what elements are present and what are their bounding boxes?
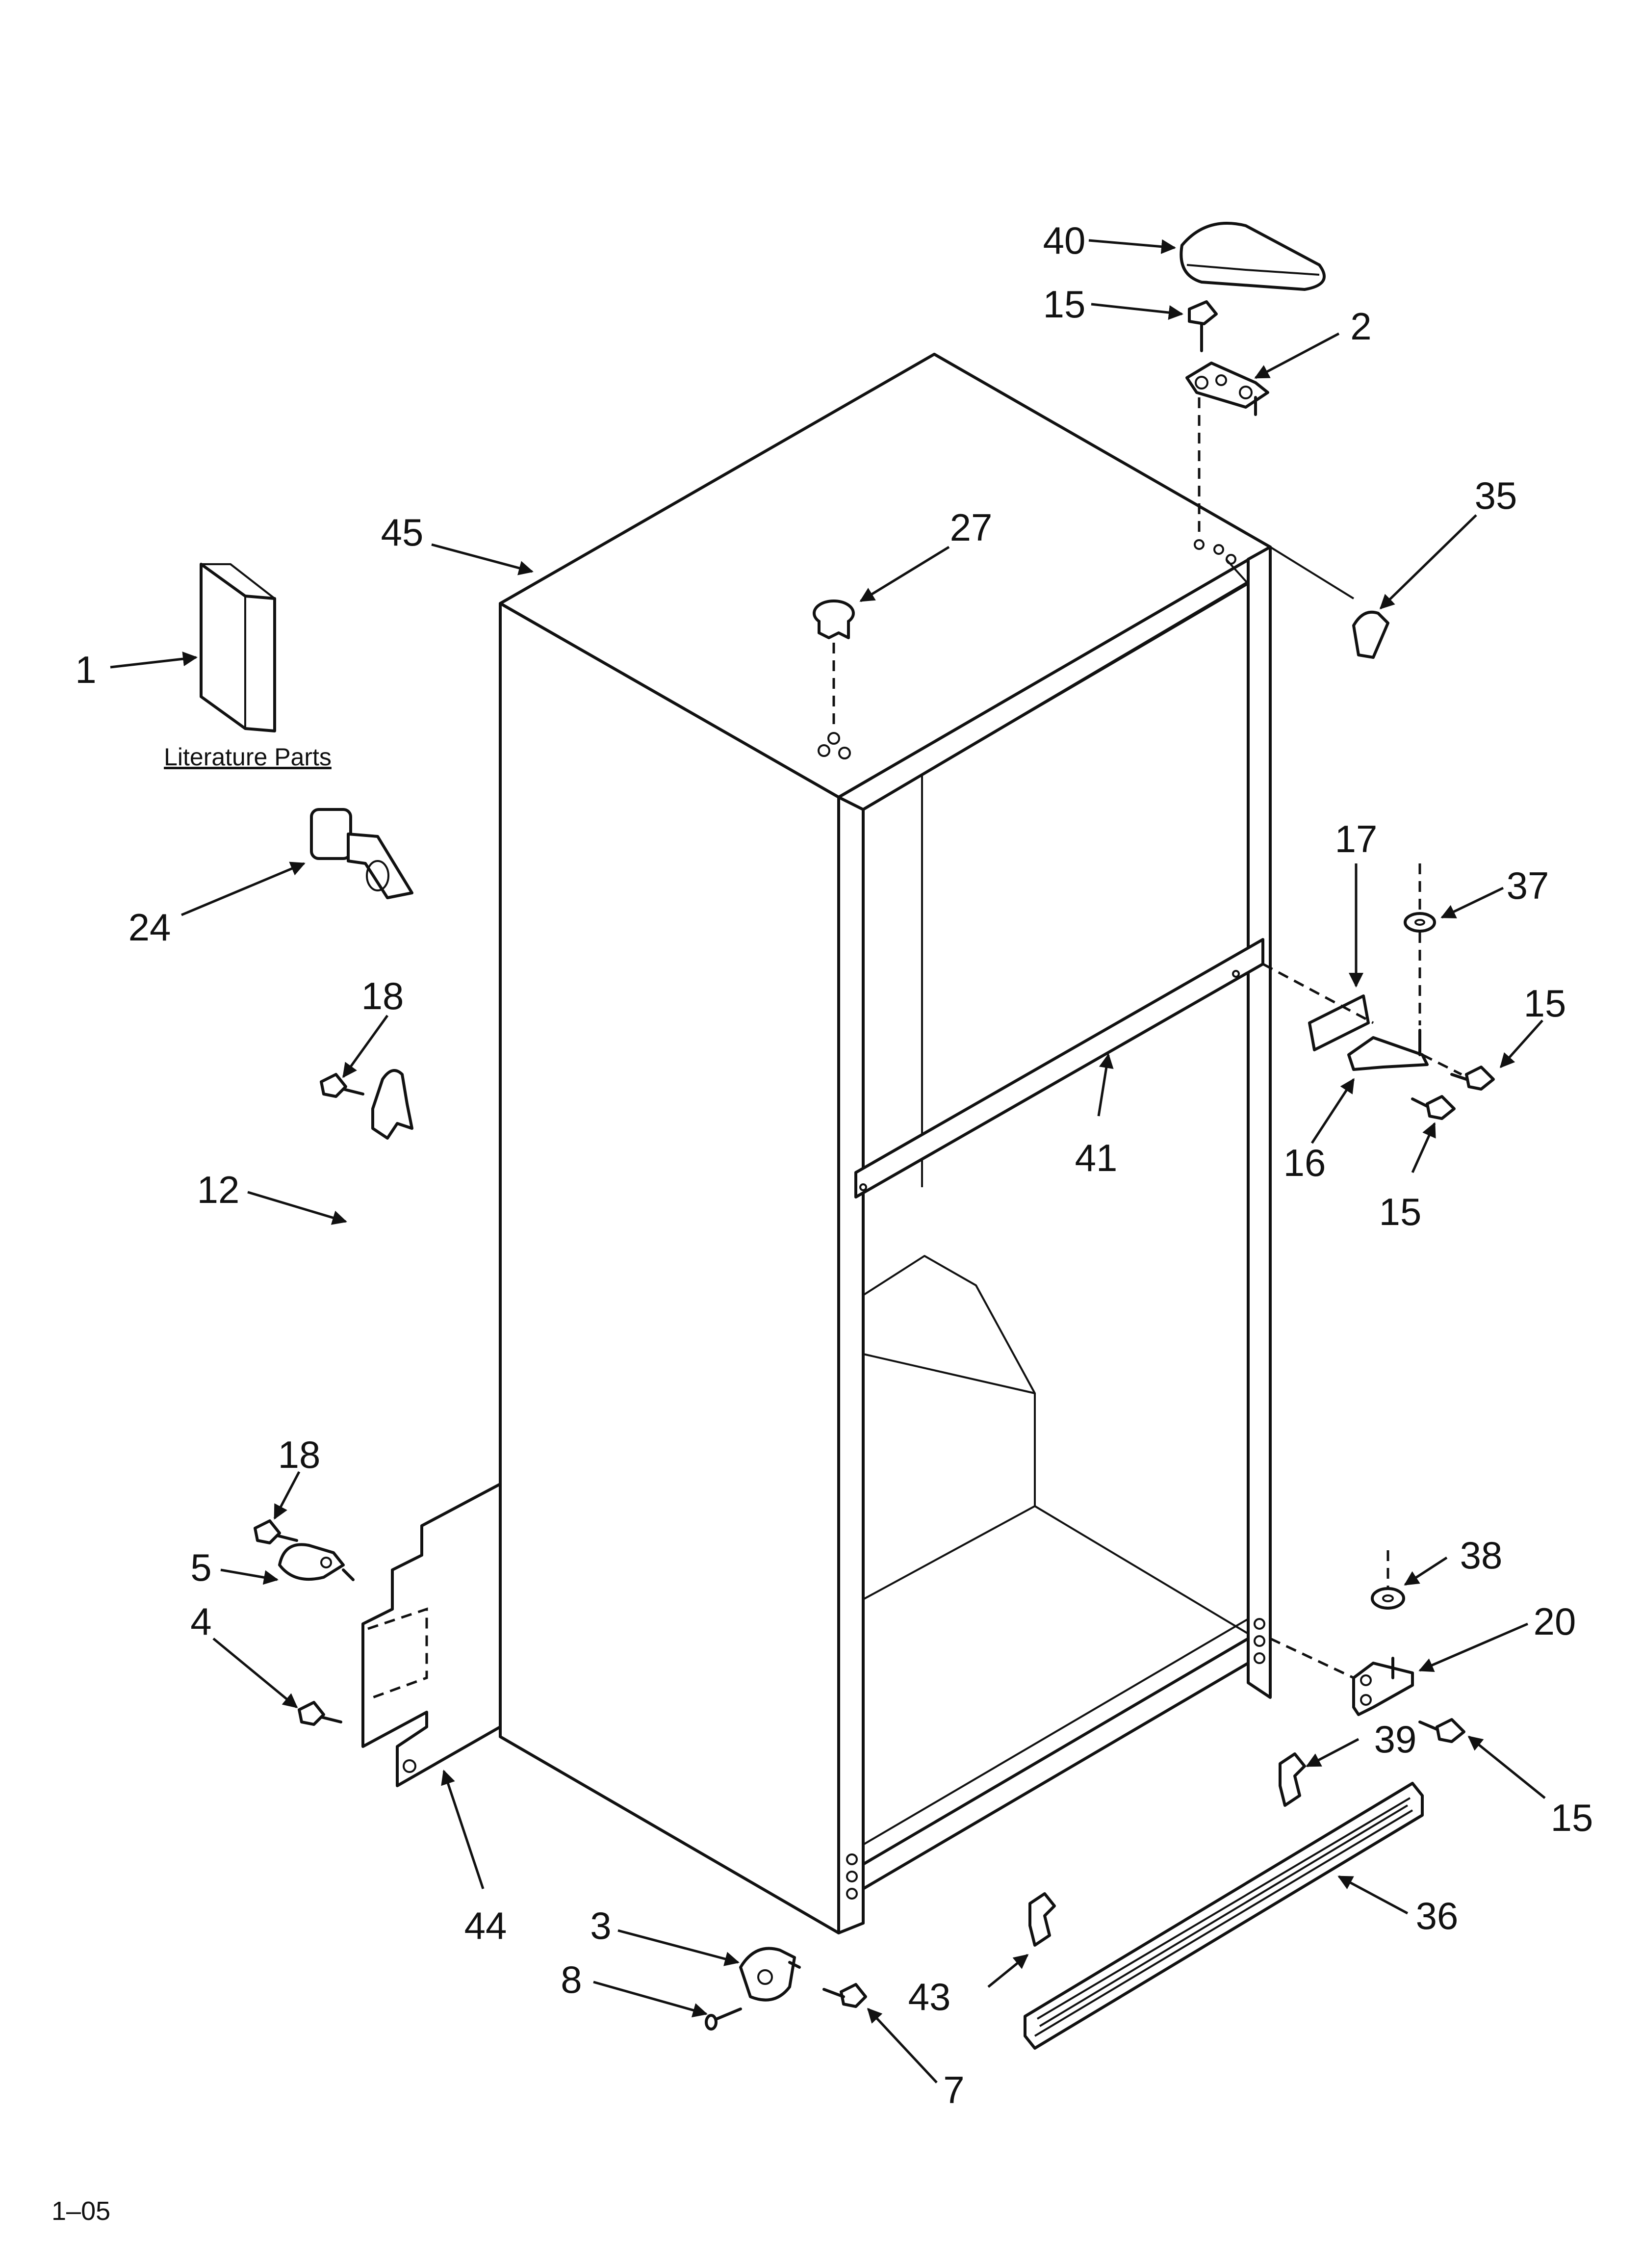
part-number-15: 15 [1043,283,1086,326]
literature-parts-caption: Literature Parts [164,743,332,771]
page-code: 1–05 [51,2196,110,2226]
part-number-27: 27 [950,506,993,549]
part-number-8: 8 [561,1958,582,2001]
part-number-15: 15 [1551,1796,1593,1839]
toe-grille-part-36 [1024,1782,1424,2050]
part-number-1: 1 [75,648,96,691]
screw-part-7 [822,1983,867,2008]
washer-part-37 [1404,863,1436,933]
part-number-36: 36 [1416,1894,1459,1937]
screw-part-8 [705,2007,742,2031]
roller-part-3 [739,1947,801,2002]
part-number-15: 15 [1524,982,1566,1025]
part-number-4: 4 [190,1600,211,1643]
part-number-7: 7 [943,2068,964,2112]
screw-part-15-right [1450,1066,1495,1091]
bracket-part-24 [310,808,413,899]
screw-part-15-top [1188,300,1218,352]
part-number-24: 24 [128,906,171,949]
part-number-16: 16 [1283,1141,1326,1184]
part-number-17: 17 [1335,817,1378,860]
washer-part-38 [1371,1550,1405,1610]
screw-part-4 [298,1701,342,1726]
part-number-44: 44 [464,1904,507,1947]
bottom-hinge-part-20 [1269,1637,1414,1716]
clip-part-39 [1279,1752,1306,1807]
center-hinge-part-17 [1262,963,1374,1051]
clip-part-12 [371,1069,413,1140]
part-number-43: 43 [908,1975,951,2018]
part-number-37: 37 [1507,864,1549,907]
top-hinge-part-2 [1185,362,1269,535]
divider-mullion-bar [854,938,1264,1199]
part-number-20: 20 [1534,1600,1576,1643]
part-number-38: 38 [1460,1534,1503,1577]
part-number-35: 35 [1475,474,1517,517]
part-number-40: 40 [1043,219,1086,262]
literature-booklet [200,563,276,732]
refrigerator-cabinet [499,353,1272,1934]
part-number-labels: 40 15 2 35 45 27 1 24 17 37 15 18 12 41 … [75,219,1593,2112]
screw-part-18-upper [320,1073,364,1098]
part-number-12: 12 [197,1168,240,1211]
rear-cover-panel [361,1483,502,1787]
part-number-5: 5 [190,1546,211,1589]
clip-part-43 [1028,1892,1056,1947]
screw-part-18-lower [254,1519,298,1544]
center-hinge-part-16 [1347,932,1462,1076]
screw-part-15-lower [1411,1095,1456,1120]
part-number-39: 39 [1374,1718,1417,1761]
part-number-18: 18 [278,1433,321,1476]
part-number-3: 3 [590,1904,611,1947]
clamp-part-5 [278,1543,355,1581]
screw-part-15-bottom [1418,1718,1465,1743]
part-number-18: 18 [361,974,404,1017]
part-number-2: 2 [1350,305,1371,348]
leader-lines [110,239,1546,2084]
hinge-cap-part-40 [1180,222,1326,291]
part-number-45: 45 [381,511,424,554]
part-number-15: 15 [1379,1190,1422,1233]
part-number-41: 41 [1075,1136,1118,1179]
plug-part-27 [813,600,855,726]
hinge-cover-part-35 [1269,546,1389,659]
